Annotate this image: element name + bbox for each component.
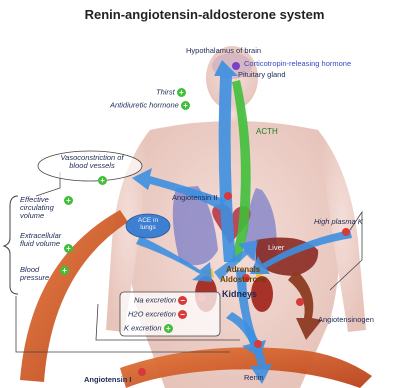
label-renin: Renin [244,374,264,382]
label-h2o-excretion-text: H2O excretion [128,309,176,318]
stimulate-marker-icon: + [98,176,107,185]
stimulate-marker-icon: + [60,266,69,275]
stimulate-marker-icon: + [64,244,73,253]
label-pituitary: Pituitary gland [238,71,286,79]
label-na-excretion: Na excretion− [134,296,187,305]
left-brace [4,196,18,294]
stimulate-marker-icon: + [181,101,190,110]
label-ace: ACE in lungs [135,218,161,232]
label-acth: ACTH [256,128,278,136]
stimulate-marker-icon: + [164,324,173,333]
inhibit-marker-icon: − [178,296,187,305]
label-thirst: Thirst+ [156,88,186,97]
label-angiotensinogen: Angiotensinogen [318,316,374,324]
label-antidiuretic: Antidiuretic hormone+ [110,101,190,110]
label-na-excretion-text: Na excretion [134,295,176,304]
inhibit-marker-icon: − [178,310,187,319]
label-ecf-volume: Extracellular fluid volume [20,232,68,248]
label-thirst-text: Thirst [156,87,175,96]
stimulate-marker-icon: + [177,88,186,97]
label-ecf-volume-text: Extracellular fluid volume [20,231,61,248]
label-effective-volume-text: Effective circulating volume [20,195,54,220]
label-antidiuretic-text: Antidiuretic hormone [110,100,179,109]
label-aldosterone: Aldosterone [220,276,267,284]
label-h2o-excretion: H2O excretion− [128,310,187,319]
label-k-excretion-text: K excretion [124,323,162,332]
label-kidneys: Kidneys [222,290,257,299]
diagram-title: Renin-angiotensin-aldosterone system [0,8,409,22]
label-liver: Liver [268,244,284,252]
stimulate-marker-icon: + [64,196,73,205]
label-vasoconstriction: Vasoconstriction of blood vessels [52,154,132,170]
label-corticotropin: Corticotropin-releasing hormone [244,60,351,68]
label-k-excretion: K excretion+ [124,324,173,333]
label-angiotensin-i: Angiotensin I [84,376,132,384]
label-adrenals: Adrenals [226,266,260,274]
label-high-plasma-k: High plasma K [314,218,363,226]
label-blood-pressure: Blood pressure [20,266,64,282]
label-blood-pressure-text: Blood pressure [20,265,49,282]
label-hypothalamus: Hypothalamus of brain [186,47,261,55]
label-angiotensin-ii: Angiotensin II [172,194,217,202]
